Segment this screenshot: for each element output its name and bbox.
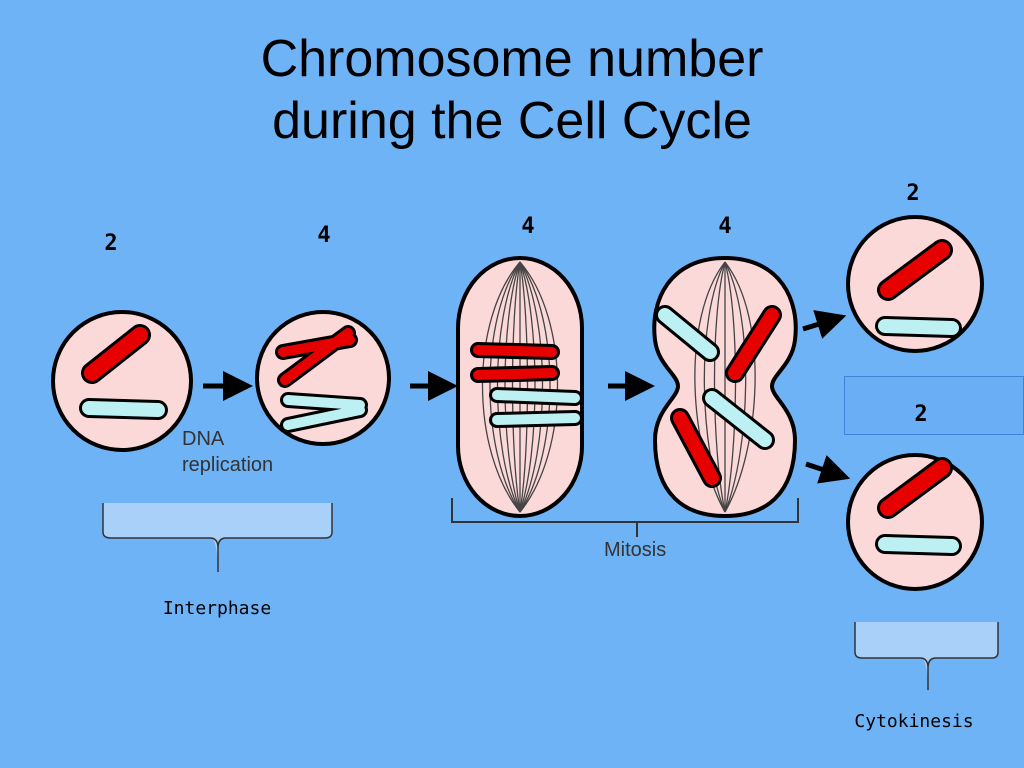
- count-cell-3: 4: [521, 214, 535, 239]
- cytokinesis-brace: [854, 622, 999, 690]
- blue-sister-chromatids: [283, 395, 365, 430]
- arrow-top-daughter: [802, 310, 847, 339]
- cell-3-metaphase: [456, 256, 584, 518]
- count-cell-4: 4: [718, 214, 732, 239]
- title-line-2: during the Cell Cycle: [272, 92, 752, 150]
- spindle-fibers: [481, 261, 559, 513]
- mitosis-label: Mitosis: [604, 539, 667, 561]
- daughter-cell-top: [846, 215, 984, 353]
- count-daughter-top: 2: [906, 181, 920, 206]
- dna-replication-label-1: DNA: [182, 428, 225, 450]
- cytokinesis-label: Cytokinesis: [854, 711, 974, 732]
- cell-4-anaphase: [652, 255, 798, 519]
- slide-title: Chromosome number during the Cell Cycle: [0, 28, 1024, 152]
- mitosis-bracket: [451, 498, 799, 537]
- cell-1-interphase: [51, 310, 193, 452]
- arrow-bottom-daughter: [805, 455, 851, 484]
- count-cell-1: 2: [104, 231, 118, 256]
- interphase-brace: [102, 503, 333, 572]
- cell-2-replicated: [255, 310, 391, 446]
- title-line-1: Chromosome number: [260, 30, 764, 88]
- count-cell-2: 4: [317, 223, 331, 248]
- daughter-cell-bottom: [846, 453, 984, 591]
- count-daughter-bottom: 2: [914, 402, 928, 427]
- dna-replication-label-2: replication: [182, 454, 274, 476]
- interphase-label: Interphase: [162, 598, 272, 619]
- red-sister-chromatids: [278, 328, 355, 385]
- daughter-count-box: [844, 376, 1024, 435]
- blue-chromosome-aligned: [492, 390, 580, 425]
- red-chromosome-aligned: [473, 345, 557, 380]
